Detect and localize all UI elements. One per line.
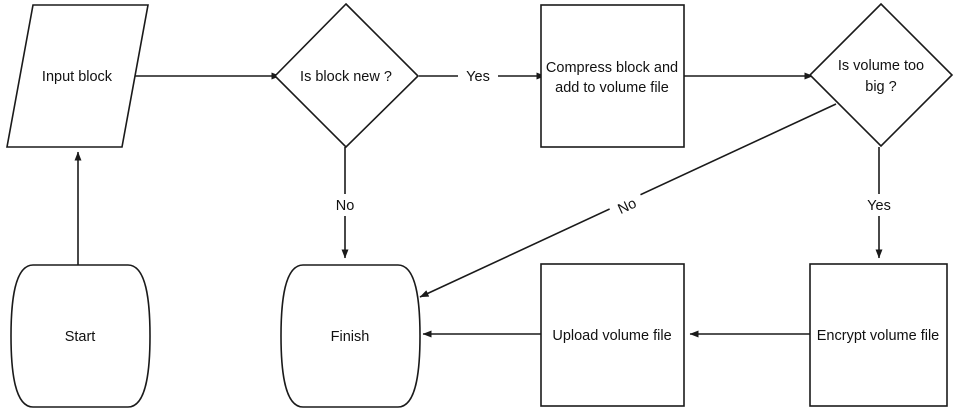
upload-volume-file-shape[interactable]: [540, 263, 685, 407]
edge-decision-yes-to-compress: Yes: [419, 66, 546, 87]
edge-volume-yes-to-encrypt: Yes: [860, 147, 898, 259]
upload-volume-file-label: Upload volume file: [552, 328, 671, 344]
edge-label-backdrop: [458, 66, 498, 87]
edge-label-backdrop: [860, 194, 898, 216]
node-input-block[interactable]: Input block: [6, 4, 149, 148]
is-volume-too-big-label-line1: Is volume too: [838, 58, 924, 74]
node-is-volume-too-big[interactable]: Is volume too big ?: [808, 2, 954, 148]
node-finish[interactable]: Finish: [280, 264, 421, 408]
edge-label-backdrop: [328, 194, 362, 216]
edge-label-no-volume-too-big: No: [616, 196, 640, 218]
finish-label: Finish: [331, 329, 370, 345]
encrypt-volume-file-shape[interactable]: [809, 263, 948, 407]
start-shape[interactable]: [10, 264, 151, 408]
node-compress-block[interactable]: Compress block and add to volume file: [540, 4, 685, 148]
start-label: Start: [65, 329, 96, 345]
node-encrypt-volume-file[interactable]: Encrypt volume file: [809, 263, 948, 407]
edge-decision-no-to-finish: No: [328, 147, 362, 259]
compress-block-shape[interactable]: [540, 4, 685, 148]
is-volume-too-big-shape[interactable]: [808, 2, 954, 148]
edge-label-yes-volume-too-big: Yes: [867, 198, 891, 214]
edge-label-no-volume-group: No: [606, 188, 648, 224]
input-block-shape[interactable]: [6, 4, 149, 148]
node-start[interactable]: Start: [10, 264, 151, 408]
is-block-new-label: Is block new ?: [300, 69, 392, 85]
encrypt-volume-file-label: Encrypt volume file: [817, 328, 940, 344]
node-upload-volume-file[interactable]: Upload volume file: [540, 263, 685, 407]
is-block-new-shape[interactable]: [273, 2, 420, 149]
compress-block-label-line1: Compress block and: [546, 60, 678, 76]
edge-label-yes-block-new: Yes: [466, 69, 490, 85]
is-volume-too-big-label-line2: big ?: [865, 79, 896, 95]
compress-block-label-line2: add to volume file: [555, 80, 669, 96]
input-block-label: Input block: [42, 69, 113, 85]
edge-label-no-block-new: No: [336, 198, 355, 214]
edge-label-backdrop: [606, 188, 648, 224]
finish-shape[interactable]: [280, 264, 421, 408]
edge-volume-no-to-finish: No: [419, 103, 837, 298]
node-is-block-new[interactable]: Is block new ?: [273, 2, 420, 149]
